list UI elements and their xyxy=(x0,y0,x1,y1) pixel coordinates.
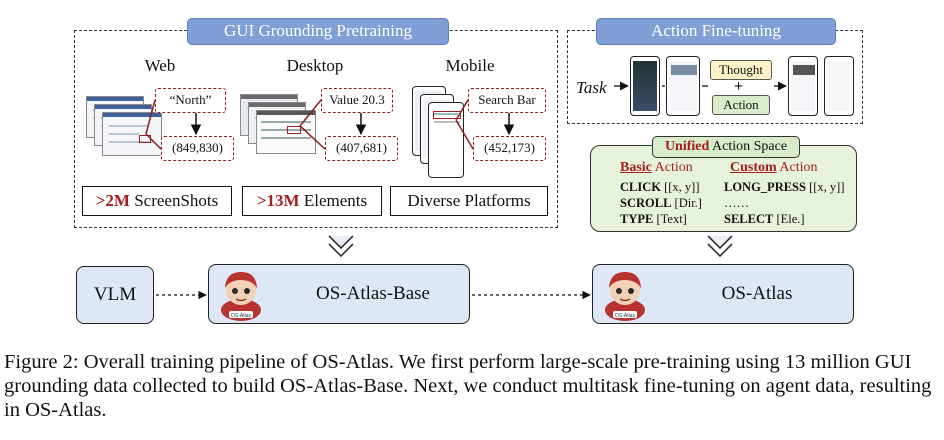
basic-rest: Action xyxy=(651,160,693,175)
finetuning-title: Action Fine-tuning xyxy=(596,18,836,45)
action-arg: [Text] xyxy=(653,212,687,226)
plus-sign: + xyxy=(734,78,744,95)
action-space-panel xyxy=(590,145,857,232)
custom-rest: Action xyxy=(776,160,818,175)
task-phone-1 xyxy=(630,56,660,116)
action-name: CLICK xyxy=(620,180,661,194)
screenshots-stat-highlight: >2M xyxy=(95,191,130,210)
basic-action-type: TYPE [Text] xyxy=(620,212,687,227)
avatar-caption: OS-Atlas xyxy=(615,313,636,319)
finetuning-chevron-icon xyxy=(707,235,733,258)
screenshots-stat: >2M ScreenShots xyxy=(82,186,232,216)
action-name: TYPE xyxy=(620,212,654,226)
thought-box: Thought xyxy=(710,60,772,80)
figure-caption: Figure 2: Overall training pipeline of O… xyxy=(4,351,932,421)
platforms-stat-text: Diverse Platforms xyxy=(407,191,531,210)
os-atlas-label: OS-Atlas xyxy=(721,283,793,304)
mobile-query-callout: Search Bar xyxy=(468,88,546,113)
desktop-query-callout: Value 20.3 xyxy=(321,88,393,113)
basic-action-heading: Basic Action xyxy=(620,160,693,176)
mobile-title: Mobile xyxy=(445,56,495,75)
action-arg: [Dir.] xyxy=(671,196,702,210)
action-name: SELECT xyxy=(724,212,774,226)
custom-action-ellipsis: …… xyxy=(724,196,749,211)
basic-action-click: CLICK [[x, y]] xyxy=(620,180,700,195)
os-atlas-avatar-icon: OS-Atlas xyxy=(605,272,645,321)
action-box: Action xyxy=(712,95,770,115)
action-space-title-rest: Action Space xyxy=(709,139,788,154)
platforms-stat: Diverse Platforms xyxy=(390,186,548,216)
elements-stat-text: Elements xyxy=(299,191,368,210)
action-name: LONG_PRESS xyxy=(724,180,806,194)
action-space-title: Unified Action Space xyxy=(652,136,800,158)
pretraining-title: GUI Grounding Pretraining xyxy=(187,18,449,45)
web-screenshot-front xyxy=(102,112,162,156)
mobile-screenshot-front xyxy=(428,102,464,178)
custom-action-long-press: LONG_PRESS [[x, y]] xyxy=(724,180,845,195)
screenshots-stat-text: ScreenShots xyxy=(129,191,219,210)
custom-action-heading: Custom Action xyxy=(730,160,818,176)
desktop-coord-callout: (407,681) xyxy=(325,136,398,161)
elements-stat-highlight: >13M xyxy=(256,191,300,210)
action-arg: …… xyxy=(724,196,749,210)
basic-highlight: Basic xyxy=(620,160,652,175)
avatar-caption: OS-Atlas xyxy=(231,313,252,319)
pretraining-chevron-icon xyxy=(328,235,354,258)
web-query-callout: “North” xyxy=(155,88,226,113)
vlm-box: VLM xyxy=(76,266,154,324)
task-phone-3 xyxy=(788,56,818,116)
os-atlas-base-label: OS-Atlas-Base xyxy=(316,283,430,304)
task-phone-2 xyxy=(666,56,700,116)
basic-action-scroll: SCROLL [Dir.] xyxy=(620,196,702,211)
task-phone-4 xyxy=(824,56,854,116)
action-name: SCROLL xyxy=(620,196,672,210)
elements-stat: >13M Elements xyxy=(242,186,382,216)
web-title: Web xyxy=(144,56,176,75)
mobile-coord-callout: (452,173) xyxy=(473,136,546,161)
task-label: Task xyxy=(576,78,607,97)
desktop-title: Desktop xyxy=(286,56,344,75)
action-arg: [[x, y]] xyxy=(660,180,700,194)
action-arg: [Ele.] xyxy=(773,212,805,226)
custom-action-select: SELECT [Ele.] xyxy=(724,212,805,227)
custom-highlight: Custom xyxy=(730,160,777,175)
action-arg: [[x, y]] xyxy=(805,180,845,194)
action-space-title-highlight: Unified xyxy=(664,139,710,154)
os-atlas-base-avatar-icon: OS-Atlas xyxy=(221,272,261,321)
